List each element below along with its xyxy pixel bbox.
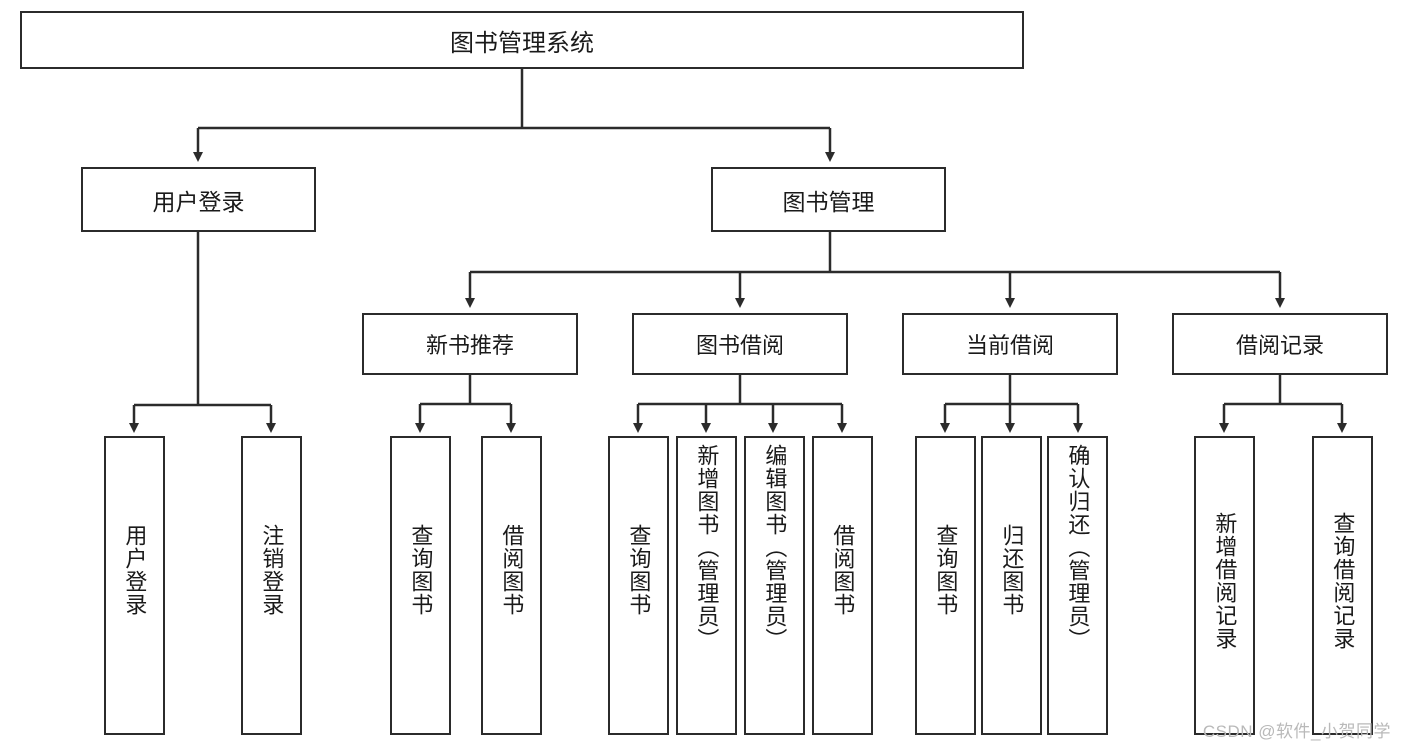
node-new-book-recommend-label: 新书推荐 — [425, 333, 514, 358]
leaf-current-borrow-return[interactable]: 归还图书 — [981, 436, 1042, 735]
leaf-borrow-record-query[interactable]: 查询借阅记录 — [1312, 436, 1373, 735]
leaf-book-borrow-query[interactable]: 查询图书 — [608, 436, 669, 735]
node-book-management-label: 图书管理 — [782, 188, 875, 215]
leaf-book-borrow-borrow[interactable]: 借阅图书 — [812, 436, 873, 735]
node-borrow-record-label: 借阅记录 — [1235, 333, 1324, 358]
leaf-current-borrow-query-label: 查询图书 — [933, 524, 959, 616]
leaf-book-borrow-add[interactable]: 新增图书（管理员） — [676, 436, 737, 735]
leaf-book-borrow-borrow-label: 借阅图书 — [830, 524, 856, 616]
node-current-borrow-label: 当前借阅 — [965, 333, 1054, 358]
node-root-system[interactable]: 图书管理系统 — [20, 11, 1024, 69]
leaf-borrow-record-add-label: 新增借阅记录 — [1212, 512, 1238, 650]
leaf-current-borrow-query[interactable]: 查询图书 — [915, 436, 976, 735]
leaf-current-borrow-confirm[interactable]: 确认归还（管理员） — [1047, 436, 1108, 735]
csdn-watermark: CSDN @软件_小贺同学 — [1202, 722, 1391, 741]
leaf-new-book-query[interactable]: 查询图书 — [390, 436, 451, 735]
node-new-book-recommend[interactable]: 新书推荐 — [362, 313, 578, 375]
leaf-current-borrow-confirm-label: 确认归还（管理员） — [1065, 444, 1091, 651]
node-current-borrow[interactable]: 当前借阅 — [902, 313, 1118, 375]
leaf-user-login-login-label: 用户登录 — [122, 524, 148, 616]
leaf-user-login-logout[interactable]: 注销登录 — [241, 436, 302, 735]
node-user-login-label: 用户登录 — [152, 188, 245, 215]
leaf-user-login-logout-label: 注销登录 — [259, 524, 285, 616]
leaf-borrow-record-query-label: 查询借阅记录 — [1330, 512, 1356, 650]
node-book-borrow-label: 图书借阅 — [695, 333, 784, 358]
leaf-current-borrow-return-label: 归还图书 — [999, 524, 1025, 616]
leaf-borrow-record-add[interactable]: 新增借阅记录 — [1194, 436, 1255, 735]
leaf-new-book-borrow-label: 借阅图书 — [499, 524, 525, 616]
leaf-book-borrow-edit-label: 编辑图书（管理员） — [762, 444, 788, 651]
leaf-book-borrow-query-label: 查询图书 — [626, 524, 652, 616]
leaf-book-borrow-add-label: 新增图书（管理员） — [694, 444, 720, 651]
node-book-management[interactable]: 图书管理 — [711, 167, 946, 232]
leaf-new-book-query-label: 查询图书 — [408, 524, 434, 616]
leaf-user-login-login[interactable]: 用户登录 — [104, 436, 165, 735]
node-borrow-record[interactable]: 借阅记录 — [1172, 313, 1388, 375]
leaf-new-book-borrow[interactable]: 借阅图书 — [481, 436, 542, 735]
node-root-system-label: 图书管理系统 — [450, 29, 594, 57]
leaf-book-borrow-edit[interactable]: 编辑图书（管理员） — [744, 436, 805, 735]
node-user-login[interactable]: 用户登录 — [81, 167, 316, 232]
node-book-borrow[interactable]: 图书借阅 — [632, 313, 848, 375]
